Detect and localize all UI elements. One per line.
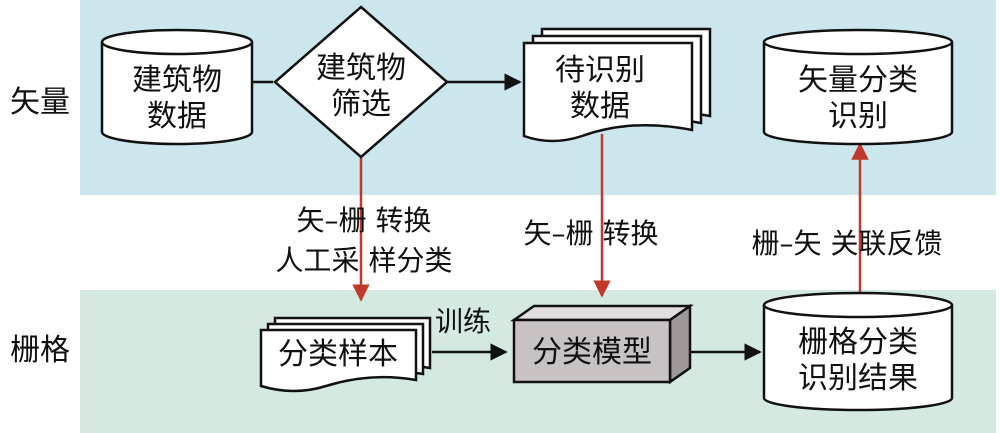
edge-label-conversion-sampling-line2: 人工采 样分类 xyxy=(276,244,453,277)
node-raster-result-line2: 识别结果 xyxy=(798,361,918,396)
node-building-data-line2: 数据 xyxy=(147,99,207,134)
node-raster-result-line1: 栅格分类 xyxy=(798,325,918,360)
node-data-to-identify-line1: 待识别 xyxy=(555,53,645,88)
edge-label-conversion-sampling-line1: 矢–栅 转换 xyxy=(297,204,432,237)
node-vector-classification: 矢量分类 识别 xyxy=(762,28,954,146)
row-label-raster: 栅格 xyxy=(10,333,70,368)
node-building-filter-line2: 筛选 xyxy=(331,87,391,122)
node-classification-samples-label: 分类样本 xyxy=(278,337,398,372)
node-data-to-identify-line2: 数据 xyxy=(570,89,630,124)
node-vector-classification-line1: 矢量分类 xyxy=(798,63,918,98)
node-classification-model: 分类模型 xyxy=(510,303,694,385)
node-classification-model-label: 分类模型 xyxy=(532,335,652,370)
row-label-vector: 矢量 xyxy=(10,85,70,120)
edge-label-conversion: 矢–栅 转换 xyxy=(524,217,659,250)
node-data-to-identify: 待识别 数据 xyxy=(522,27,712,143)
node-building-filter-line1: 建筑物 xyxy=(316,51,406,86)
edge-label-train: 训练 xyxy=(435,305,491,338)
edge-label-feedback: 栅–矢 关联反馈 xyxy=(752,227,943,260)
node-raster-result: 栅格分类 识别结果 xyxy=(762,291,954,412)
node-building-data: 建筑物 数据 xyxy=(100,28,254,146)
node-building-data-line1: 建筑物 xyxy=(132,63,222,98)
node-classification-samples: 分类样本 xyxy=(259,316,432,393)
node-building-filter: 建筑物 筛选 xyxy=(273,5,449,159)
node-vector-classification-line2: 识别 xyxy=(828,99,888,134)
